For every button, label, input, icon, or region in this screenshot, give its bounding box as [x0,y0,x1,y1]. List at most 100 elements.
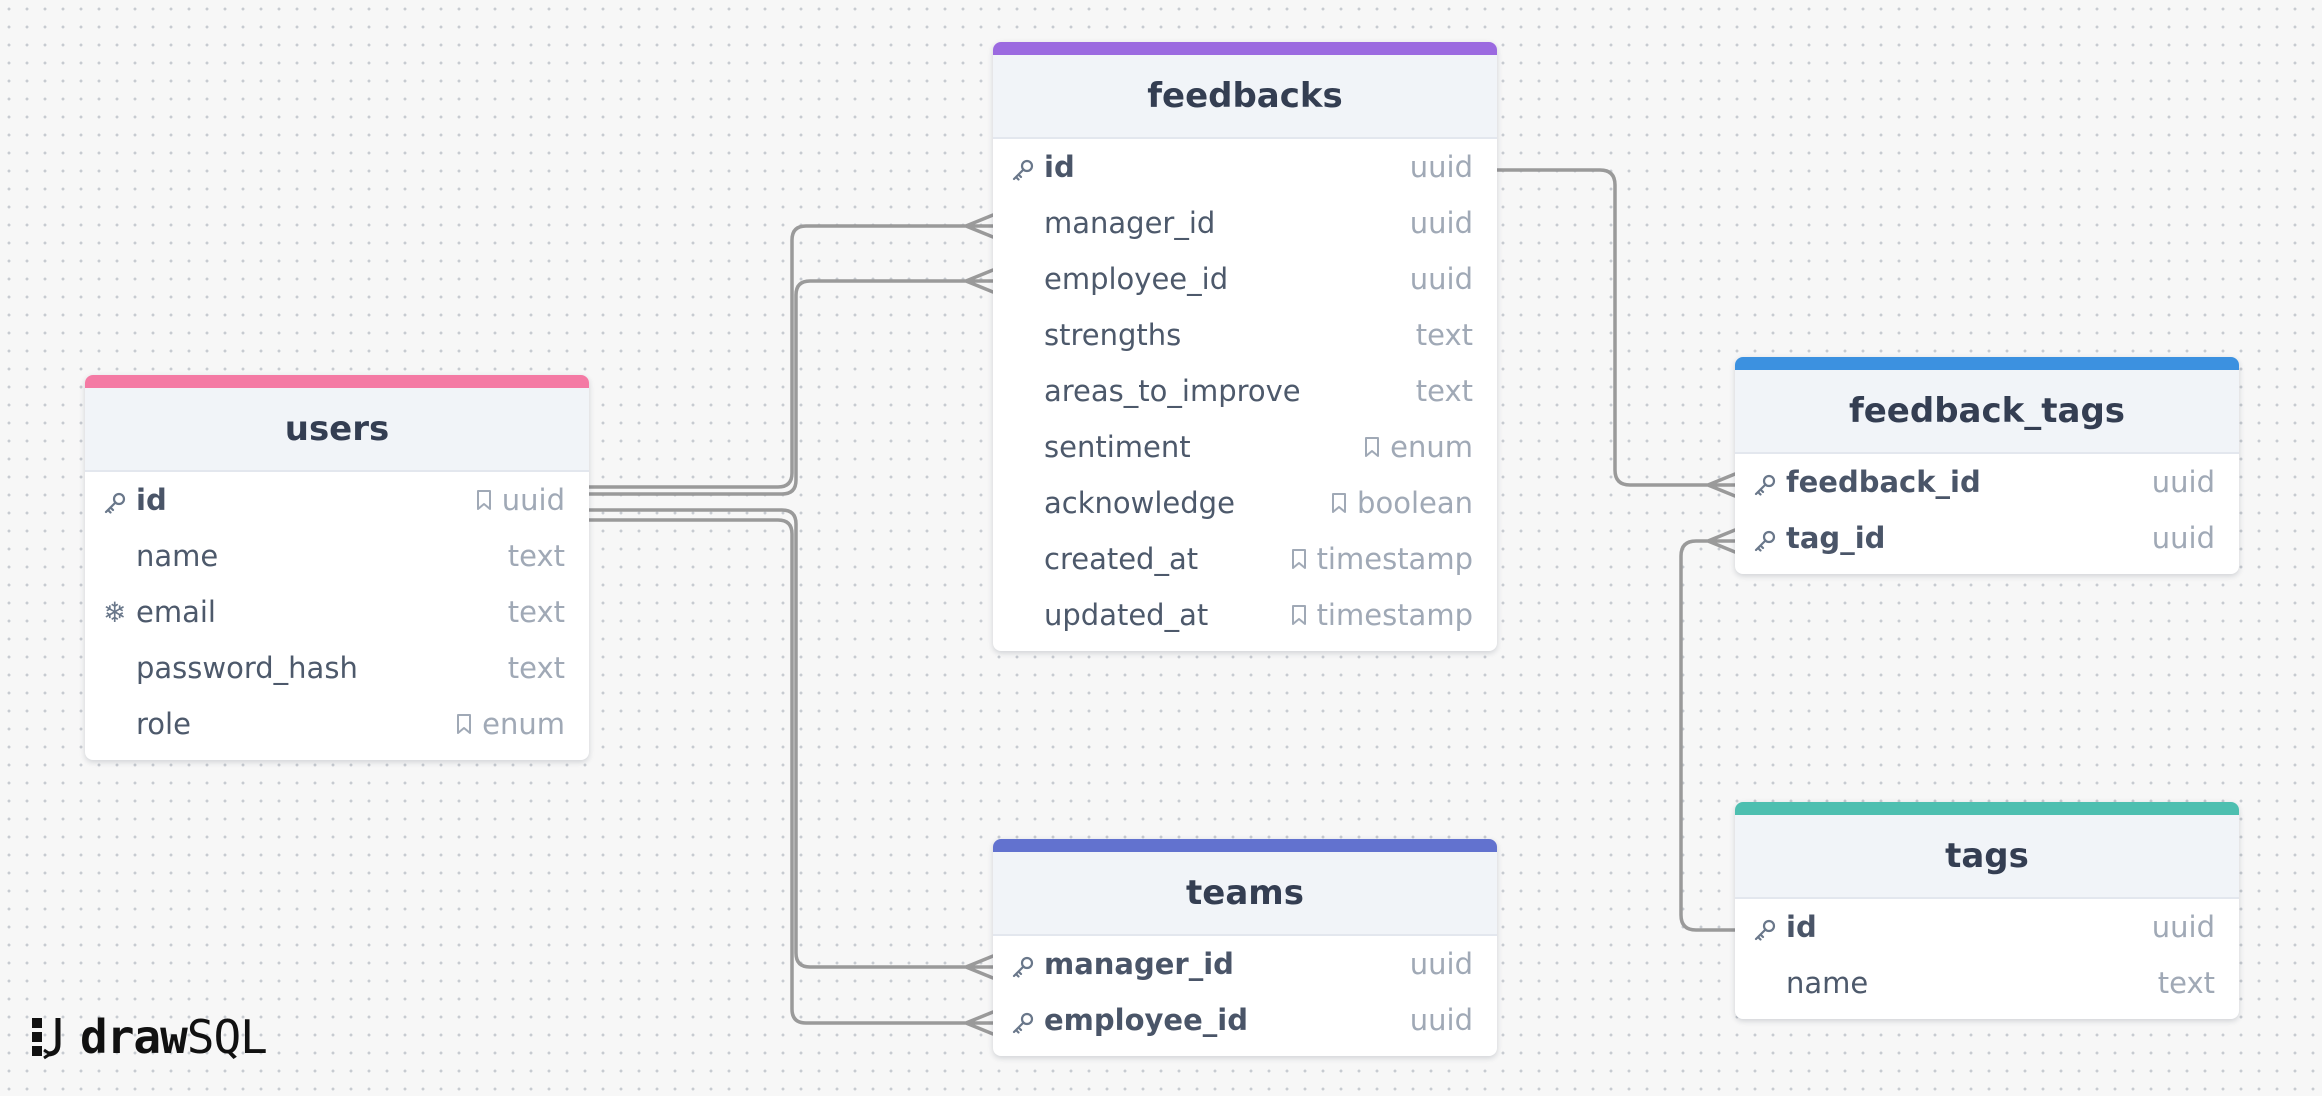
column-type: uuid [1410,150,1473,184]
table-accent-bar [1735,802,2239,815]
column-type: text [508,539,565,573]
table-header[interactable]: feedbacks [993,55,1497,139]
column-row[interactable]: name text [1735,955,2239,1011]
column-name: strengths [1044,318,1182,352]
column-type: uuid [1410,1003,1473,1037]
column-row[interactable]: strengths text [993,307,1497,363]
column-name: created_at [1044,542,1199,576]
column-name: manager_id [1044,206,1216,240]
column-type: text [1416,374,1473,408]
table-title: tags [1945,836,2029,876]
column-type: uuid [1410,947,1473,981]
snowflake-icon: ❄ [103,596,127,629]
table-columns: id uuid name text [1735,899,2239,1019]
column-type: timestamp [1291,598,1473,632]
logo-text-sql: SQL [186,1010,268,1064]
table-accent-bar [993,42,1497,55]
column-type-label: uuid [1409,150,1473,184]
column-type-label: timestamp [1316,598,1473,632]
table-accent-bar [85,375,589,388]
key-icon [1753,919,1777,941]
column-name: feedback_id [1786,465,1981,499]
bookmark-icon [1291,548,1317,570]
column-name: name [1786,966,1869,1000]
table-header[interactable]: users [85,388,589,472]
column-row[interactable]: manager_id uuid [993,936,1497,992]
bookmark-icon [456,713,482,735]
column-type: uuid [2152,521,2215,555]
column-name: areas_to_improve [1044,374,1301,408]
column-row[interactable]: role enum [85,696,589,752]
column-type: text [2158,966,2215,1000]
column-name: employee_id [1044,262,1229,296]
relation-users-feedbacks-manager[interactable] [585,213,995,489]
column-type: text [508,651,565,685]
table-header[interactable]: tags [1735,815,2239,899]
relation-feedbacks-feedback-tags[interactable] [1495,168,1737,498]
column-row[interactable]: areas_to_improve text [993,363,1497,419]
column-name: manager_id [1044,947,1234,981]
column-name: id [1786,910,1817,944]
column-name: updated_at [1044,598,1209,632]
table-tags[interactable]: tags id uuid name text [1735,802,2239,1019]
column-type: text [1416,318,1473,352]
column-type-label: uuid [1409,1003,1473,1037]
column-type-label: uuid [2151,910,2215,944]
column-type-label: enum [482,707,565,741]
bookmark-icon [1364,436,1390,458]
table-header[interactable]: teams [993,852,1497,936]
column-type: enum [456,707,565,741]
column-row[interactable]: employee_id uuid [993,251,1497,307]
column-type-label: boolean [1357,486,1473,520]
relation-users-teams-manager[interactable] [585,508,995,980]
column-type-label: timestamp [1316,542,1473,576]
column-type-label: text [1415,318,1473,352]
relation-tags-feedback-tags[interactable] [1679,528,1737,932]
table-title: feedback_tags [1848,391,2126,431]
column-type: uuid [476,483,565,517]
table-header[interactable]: feedback_tags [1735,370,2239,454]
column-row[interactable]: password_hash text [85,640,589,696]
column-type-label: uuid [1409,947,1473,981]
column-row[interactable]: created_at timestamp [993,531,1497,587]
column-name: password_hash [136,651,358,685]
column-name: role [136,707,191,741]
column-type: text [508,595,565,629]
column-row[interactable]: id uuid [1735,899,2239,955]
relation-users-teams-employee[interactable] [585,518,995,1036]
column-type-label: uuid [501,483,565,517]
column-type: uuid [1410,206,1473,240]
drawsql-logo-icon [32,1018,61,1060]
column-type: timestamp [1291,542,1473,576]
column-row[interactable]: manager_id uuid [993,195,1497,251]
column-type-label: enum [1390,430,1473,464]
table-title: teams [1186,873,1304,913]
column-row[interactable]: updated_at timestamp [993,587,1497,643]
table-title: users [284,409,390,449]
table-accent-bar [1735,357,2239,370]
table-title: feedbacks [1147,76,1343,116]
column-type: uuid [1410,262,1473,296]
column-type-label: text [507,595,565,629]
column-type: boolean [1331,486,1473,520]
bookmark-icon [1331,492,1357,514]
relation-users-feedbacks-employee[interactable] [585,268,995,496]
